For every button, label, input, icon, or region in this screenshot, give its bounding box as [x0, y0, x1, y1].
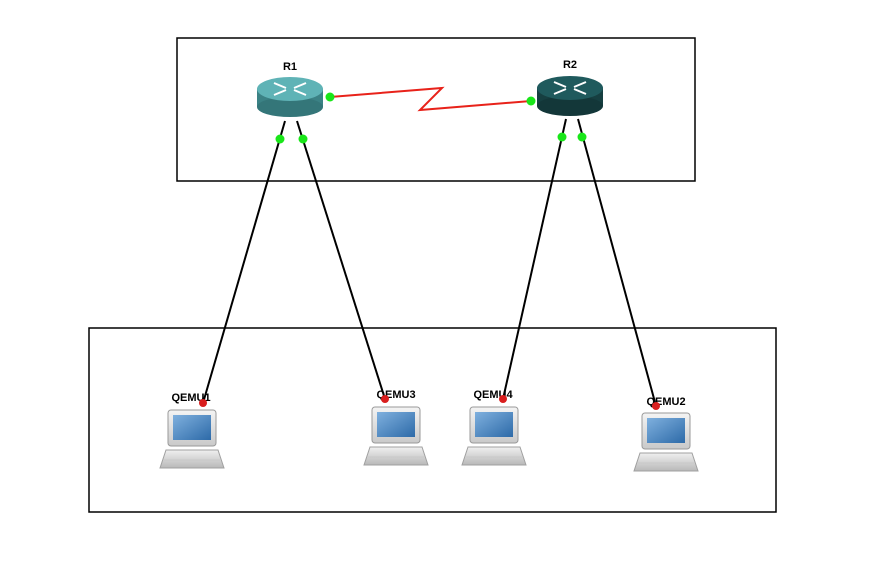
host-qemu2[interactable] — [633, 412, 699, 472]
port-down-dot — [499, 395, 507, 403]
port-up-dot — [577, 132, 587, 142]
router-group-frame — [176, 37, 696, 182]
port-down-dot — [199, 399, 207, 407]
ethernet-link-r2-qemu4[interactable] — [502, 118, 567, 400]
laptop-icon — [363, 406, 429, 466]
ethernet-link-r2-qemu2[interactable] — [577, 118, 657, 407]
host-qemu3[interactable] — [363, 406, 429, 466]
router-label-r1: R1 — [283, 61, 297, 73]
router-icon — [537, 76, 603, 116]
port-up-dot — [275, 134, 285, 144]
port-up-dot — [557, 132, 567, 142]
host-label-qemu4: QEMU4 — [473, 389, 513, 401]
laptop-icon — [461, 406, 527, 466]
host-qemu1[interactable] — [159, 409, 225, 469]
ethernet-link-r1-qemu1[interactable] — [202, 120, 286, 404]
router-icon — [257, 77, 323, 117]
port-down-dot — [652, 402, 660, 410]
router-r1[interactable] — [257, 77, 323, 117]
port-up-dot — [325, 92, 335, 102]
port-down-dot — [381, 395, 389, 403]
host-group-frame — [88, 327, 777, 513]
ethernet-link-r1-qemu3[interactable] — [296, 120, 386, 400]
laptop-icon — [159, 409, 225, 469]
host-qemu4[interactable] — [461, 406, 527, 466]
laptop-icon — [633, 412, 699, 472]
port-up-dot — [526, 96, 536, 106]
router-label-r2: R2 — [563, 59, 577, 71]
router-r2[interactable] — [537, 76, 603, 116]
serial-link-r1-r2[interactable] — [329, 86, 532, 112]
port-up-dot — [298, 134, 308, 144]
